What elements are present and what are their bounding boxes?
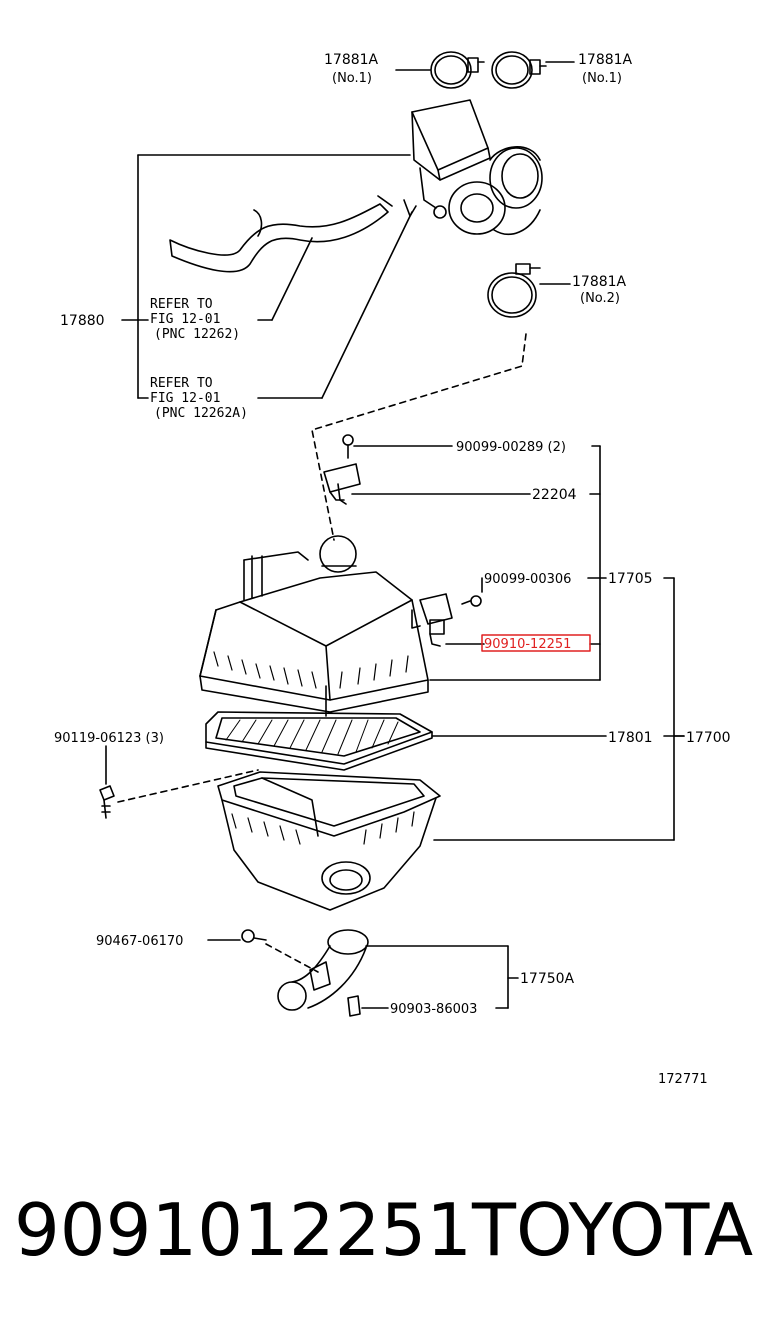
label-17881a-no2[interactable]: 17881A	[572, 274, 627, 290]
clip-90903-86003-icon[interactable]	[347, 995, 361, 1017]
refer-1-line1: REFER TO	[150, 297, 213, 312]
label-17881a-left[interactable]: 17881A	[324, 52, 379, 68]
label-17705[interactable]: 17705	[608, 571, 653, 587]
label-90910-12251[interactable]: 90910-12251	[484, 637, 571, 652]
label-17750a[interactable]: 17750A	[520, 971, 575, 987]
vacuum-switching-valve-icon[interactable]	[411, 593, 453, 647]
air-cleaner-case-icon[interactable]	[217, 771, 441, 911]
air-filter-element-icon[interactable]	[205, 711, 433, 771]
label-90467-06170[interactable]: 90467-06170	[96, 934, 183, 949]
label-22204[interactable]: 22204	[532, 487, 577, 503]
intake-resonator-icon[interactable]	[411, 99, 543, 235]
refer-2-line3: (PNC 12262A)	[154, 406, 248, 421]
refer-2-line2: FIG 12-01	[150, 391, 220, 406]
clamp-no2-icon[interactable]	[487, 263, 541, 318]
screw-90099-00289-icon[interactable]	[342, 434, 354, 459]
refer-2-line1: REFER TO	[150, 376, 213, 391]
clamp-no1-left-icon[interactable]	[430, 51, 485, 89]
bolt-90119-06123-icon[interactable]	[99, 785, 115, 819]
label-17700[interactable]: 17700	[686, 730, 731, 746]
label-17881a-right-sub: (No.1)	[582, 71, 622, 86]
refer-1-line3: (PNC 12262)	[154, 327, 240, 342]
figure-number: 172771	[658, 1072, 708, 1087]
screw-90099-00306-icon[interactable]	[461, 595, 482, 607]
label-90903-86003[interactable]: 90903-86003	[390, 1002, 477, 1017]
footer-part-number: 9091012251	[14, 1188, 473, 1272]
air-inlet-duct-icon[interactable]	[277, 929, 369, 1011]
label-17881a-right[interactable]: 17881A	[578, 52, 633, 68]
label-17880[interactable]: 17880	[60, 313, 105, 329]
airflow-sensor-icon[interactable]	[323, 463, 361, 505]
label-17881a-no2-sub: (No.2)	[580, 291, 620, 306]
label-17881a-left-sub: (No.1)	[332, 71, 372, 86]
label-90099-00306[interactable]: 90099-00306	[484, 572, 571, 587]
air-cleaner-cap-icon[interactable]	[199, 535, 429, 717]
footer-brand: TOYOTA	[472, 1188, 754, 1272]
label-90099-00289[interactable]: 90099-00289 (2)	[456, 440, 566, 455]
clamp-no1-right-icon[interactable]	[491, 51, 547, 89]
refer-1-line2: FIG 12-01	[150, 312, 220, 327]
label-17801[interactable]: 17801	[608, 730, 653, 746]
air-hose-icon[interactable]	[169, 195, 393, 273]
label-90119-06123[interactable]: 90119-06123 (3)	[54, 731, 164, 746]
bolt-90467-06170-icon[interactable]	[241, 929, 267, 943]
highlight-box	[481, 634, 591, 652]
